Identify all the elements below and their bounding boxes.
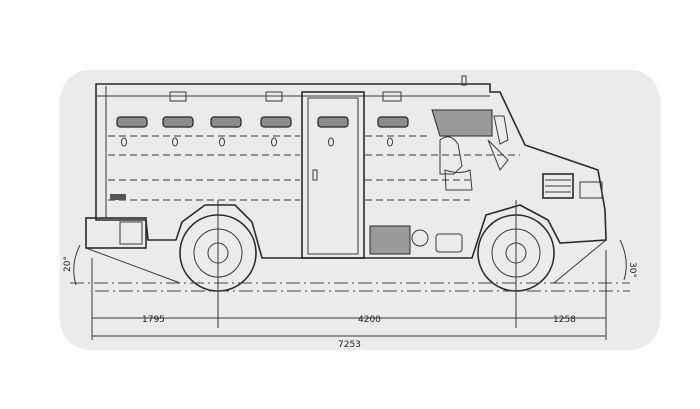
- dim-departure-angle: 30°: [627, 262, 637, 278]
- dim-wheelbase: 4200: [358, 315, 381, 325]
- dim-front-overhang: 1795: [142, 315, 165, 325]
- rivet-row: [121, 137, 393, 147]
- dim-overall-length: 7253: [338, 340, 361, 350]
- cargo-body: [85, 75, 607, 259]
- dimension-lines: [91, 250, 607, 340]
- background-shading: [60, 70, 660, 350]
- dim-rear-overhang: 1258: [553, 315, 576, 325]
- front-grille: [542, 173, 603, 199]
- side-door: [301, 91, 365, 259]
- gun-port-row: [116, 116, 409, 128]
- dim-approach-angle: 20°: [63, 256, 73, 272]
